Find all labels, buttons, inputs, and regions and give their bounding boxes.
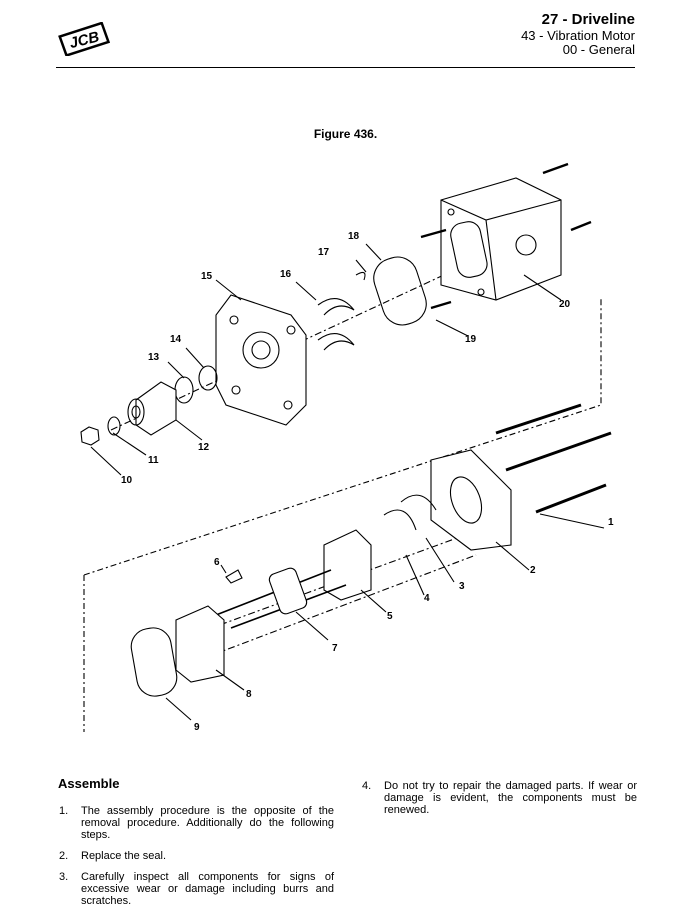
callout-15: 15	[201, 271, 213, 282]
step-number: 2.	[59, 850, 69, 862]
middle-housing	[430, 449, 512, 551]
front-seal-9	[130, 627, 178, 697]
step-number: 3.	[59, 871, 69, 883]
step-item: 4. Do not try to repair the damaged part…	[359, 780, 637, 816]
hub-12	[127, 381, 177, 436]
callout-8: 8	[246, 689, 252, 700]
assemble-left-column: Assemble 1. The assembly procedure is th…	[56, 776, 334, 916]
front-flange	[215, 294, 307, 426]
leader-lines	[90, 243, 605, 721]
lower-axis-line-2	[185, 554, 477, 666]
large-seal	[373, 256, 427, 326]
rear-housing	[440, 177, 562, 301]
callout-10: 10	[121, 475, 133, 486]
callout-5: 5	[387, 611, 393, 622]
header-rule	[56, 67, 635, 68]
callout-6: 6	[214, 557, 220, 568]
section-title: 43 - Vibration Motor	[521, 27, 635, 43]
housing-studs	[420, 162, 592, 310]
jcb-logo-icon: JCB	[58, 22, 111, 56]
key-6	[225, 569, 243, 584]
seals-3-4	[383, 494, 437, 531]
step-text: Do not try to repair the damaged parts. …	[384, 780, 637, 816]
logo-text: JCB	[68, 28, 101, 52]
callout-17: 17	[318, 247, 330, 258]
backup-seal-16	[317, 298, 355, 351]
step-item: 2. Replace the seal.	[56, 850, 334, 862]
callout-19: 19	[465, 334, 477, 345]
callout-9: 9	[194, 722, 200, 733]
through-bolts	[495, 403, 612, 514]
callout-20: 20	[559, 299, 571, 310]
step-text: Replace the seal.	[81, 850, 166, 862]
callout-4: 4	[424, 593, 430, 604]
step-item: 3. Carefully inspect all components for …	[56, 871, 334, 907]
chapter-title: 27 - Driveline	[541, 11, 635, 28]
exploded-view-diagram: 1 2 3 4 5 6 7 8 9 10 11 12 13 14 15 16 1…	[80, 162, 614, 733]
callout-16: 16	[280, 269, 292, 280]
callout-3: 3	[459, 581, 465, 592]
step-text: The assembly procedure is the opposite o…	[81, 805, 334, 841]
callout-12: 12	[198, 442, 210, 453]
callout-11: 11	[148, 455, 159, 466]
step-item: 1. The assembly procedure is the opposit…	[56, 805, 334, 841]
step-text: Carefully inspect all components for sig…	[81, 871, 334, 907]
callout-7: 7	[332, 643, 338, 654]
callout-18: 18	[348, 231, 360, 242]
assemble-heading: Assemble	[58, 776, 120, 791]
figure-title: Figure 436.	[313, 127, 378, 141]
step-number: 1.	[59, 805, 69, 817]
shaft-seal-14	[198, 365, 218, 391]
callout-1: 1	[608, 517, 614, 528]
gear-shafts-7	[215, 567, 347, 629]
nut-10	[80, 426, 100, 446]
assembly-boundary-line	[83, 298, 602, 732]
step-number: 4.	[362, 780, 372, 792]
callout-2: 2	[530, 565, 536, 576]
callout-13: 13	[148, 352, 160, 363]
page-header: 27 - Driveline 43 - Vibration Motor 00 -…	[521, 11, 635, 58]
callout-14: 14	[170, 334, 182, 345]
washer-11	[107, 416, 121, 436]
assemble-right-column: 4. Do not try to repair the damaged part…	[359, 780, 637, 825]
clip-17	[355, 271, 366, 281]
bushing-block-5	[323, 529, 372, 601]
circlip-13	[174, 376, 194, 404]
subsection-title: 00 - General	[562, 42, 635, 58]
